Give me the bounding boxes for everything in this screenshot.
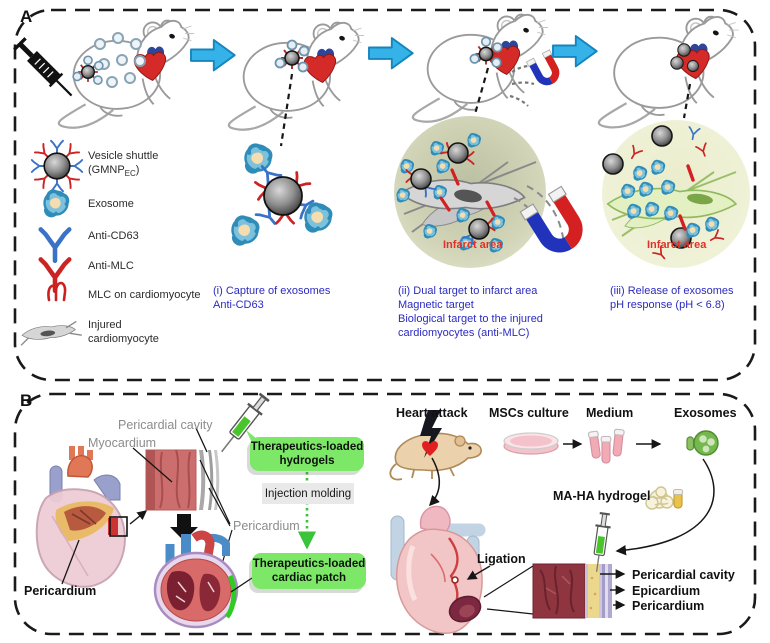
petri-dish-icon — [503, 432, 559, 455]
shuttle-on-cell — [405, 142, 496, 246]
infarct-area-label: Infarct area — [647, 239, 707, 251]
cardiac-patch-box: Therapeutics-loaded cardiac patch — [252, 553, 366, 589]
mouse-2 — [227, 21, 366, 131]
step-arrow-1-icon — [190, 39, 236, 72]
step-arrow-3-icon — [552, 35, 598, 68]
legend-anti-cd63: Anti-CD63 — [88, 230, 139, 242]
zoom-lines — [483, 565, 534, 615]
exosomes-icon — [686, 430, 719, 456]
caption-step-2: (ii) Dual target to infarct area Magneti… — [398, 285, 543, 340]
gmnp-post: ) — [135, 164, 140, 177]
layer-label-pericardial-cavity: Pericardial cavity — [632, 568, 735, 582]
medium-label: Medium — [586, 406, 634, 420]
infarct-area-targeted — [394, 116, 546, 268]
ligation-label: Ligation — [477, 552, 526, 566]
layer-label-epicardium: Epicardium — [632, 584, 701, 598]
legend-injured-cardiomyocyte: Injured cardiomyocyte — [88, 319, 159, 346]
pericardium-pointer — [61, 539, 80, 585]
lightning-icon — [420, 410, 442, 458]
legend-anti-mlc: Anti-MLC — [88, 260, 134, 272]
pericardium-cross-section — [532, 563, 612, 619]
injection-molding-box: Injection molding — [262, 483, 354, 504]
medium-tube-icon — [587, 430, 602, 460]
panel-b-border — [13, 392, 757, 636]
legend-vesicle-shuttle: Vesicle shuttle (GMNPEC) — [88, 149, 158, 180]
ligated-heart — [390, 505, 486, 635]
mouse-to-heart-arrow — [428, 457, 440, 507]
myocardium-pointer — [132, 447, 173, 483]
pericardium-heart-label: Pericardium — [24, 584, 97, 598]
ma-ha-hydrogel-label: MA-HA hydrogel — [553, 489, 651, 503]
mouse-4 — [597, 15, 740, 129]
mlc-marks — [439, 168, 496, 217]
myocardium-label: Myocardium — [88, 436, 157, 450]
medium-tube-icon — [611, 428, 625, 457]
infarct-area-label: Infarct area — [443, 239, 503, 251]
caption-step-1: (i) Capture of exosomes Anti-CD63 — [213, 285, 331, 312]
pericardial-cavity-pointer — [195, 427, 208, 453]
shuttle-capture-cluster — [230, 143, 333, 246]
heart-cross-section — [155, 534, 237, 627]
exosome-to-syringe-arrow — [615, 458, 715, 556]
anti-cd63-icon — [41, 229, 70, 260]
medium-tube-icon — [600, 435, 612, 464]
heart-icon — [422, 441, 438, 456]
hydrogels-box: Therapeutics-loaded hydrogels — [250, 437, 364, 471]
legend-exosome: Exosome — [88, 198, 134, 210]
layer-label-pericardium: Pericardium — [632, 599, 705, 613]
panel-a-label: A — [20, 7, 33, 26]
panel-b-art — [35, 390, 719, 635]
zoom-connector — [279, 73, 294, 147]
zoom-connector — [473, 67, 490, 115]
heart-attack-mouse — [389, 432, 483, 481]
pericardium-layer — [208, 450, 214, 510]
down-arrow-icon — [170, 514, 198, 541]
vesicle-shuttle-icon — [30, 139, 84, 193]
mouse-1-exosomes — [94, 32, 146, 88]
injection-syringe-icon — [587, 511, 614, 575]
myocardium-block — [145, 449, 220, 511]
injection-syringe-icon — [11, 35, 80, 104]
infarct-area-released — [602, 120, 750, 268]
magnetic-field-dashes — [509, 64, 535, 107]
pericardial-cavity-label: Pericardial cavity — [118, 418, 213, 432]
hydrogel-mesh-icon — [645, 486, 674, 510]
gmnp-pre: (GMNP — [88, 164, 125, 177]
heart-attack-label: Heart attack — [396, 406, 468, 420]
anatomical-heart — [35, 446, 128, 588]
gmnp-sub: EC — [124, 169, 136, 179]
patch-pointer — [230, 577, 253, 593]
mlc-icon — [47, 281, 67, 302]
exosomes-label: Exosomes — [674, 406, 737, 420]
step-arrow-2-icon — [368, 37, 414, 70]
pericardium-layers-label: Pericardium — [233, 519, 300, 533]
pericardium-layer — [214, 450, 220, 510]
exosome-icon — [42, 189, 70, 218]
mscs-culture-label: MSCs culture — [489, 406, 569, 420]
panel-a-border — [13, 8, 757, 382]
pericardium-layer — [199, 450, 206, 510]
mlc-marks — [678, 164, 695, 231]
zoom-pointer — [129, 510, 148, 525]
legend-mlc: MLC on cardiomyocyte — [88, 289, 201, 301]
panel-a-art — [11, 13, 750, 346]
legend-line1: Vesicle shuttle — [88, 150, 159, 162]
caption-step-3: (iii) Release of exosomes pH response (p… — [610, 285, 734, 312]
panel-b-label: B — [20, 391, 33, 410]
hydrogel-tube-icon — [672, 489, 684, 509]
injured-cardiomyocyte-icon — [20, 320, 82, 346]
ligation-pointer — [466, 565, 491, 580]
